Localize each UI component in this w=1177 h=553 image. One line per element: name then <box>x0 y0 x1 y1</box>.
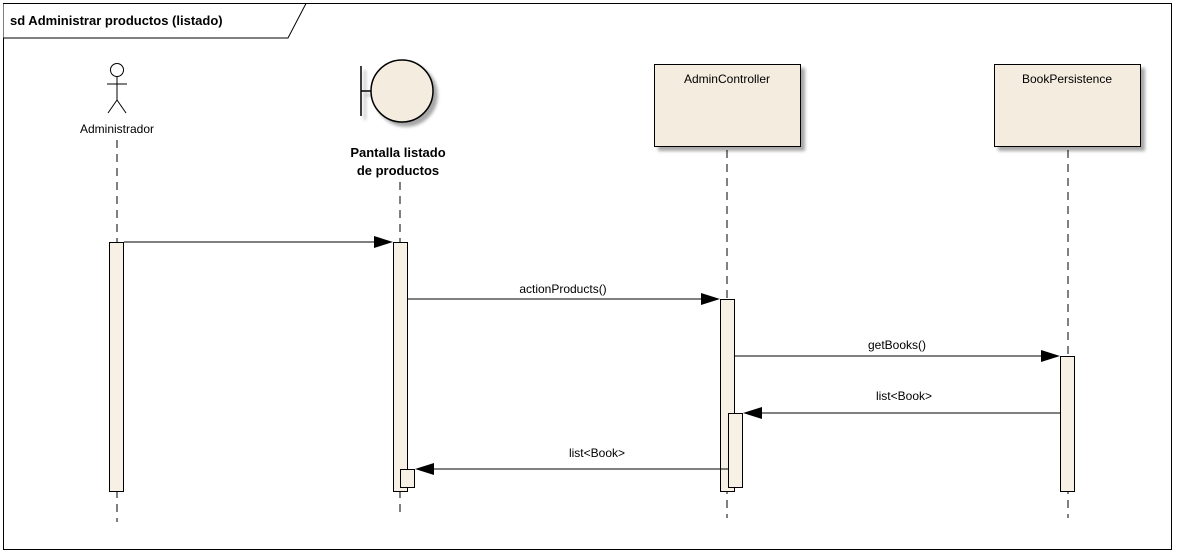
participant-label-bookpersistence: BookPersistence <box>1022 72 1112 86</box>
participant-box-bookpersistence <box>994 64 1141 147</box>
activation-bar-bookpersistence <box>1060 356 1075 492</box>
participant-pantalla-listado[interactable]: Pantalla listado de productos <box>350 59 446 178</box>
arrowhead-icon <box>701 293 720 305</box>
message-label-list-book-return-2: list<Book> <box>569 446 625 460</box>
message-3[interactable]: getBooks() <box>735 338 1060 362</box>
diagram-frame <box>3 3 1172 550</box>
participant-administrador[interactable]: Administrador <box>80 63 154 137</box>
participant-box-admincontroller <box>654 64 801 147</box>
stick-figure-actor-icon <box>107 63 127 114</box>
activation-bar-admincontroller-nested <box>728 413 743 488</box>
participant-label-administrador: Administrador <box>80 122 154 136</box>
arrowhead-icon <box>743 407 762 419</box>
message-label-actionproducts: actionProducts() <box>519 282 606 296</box>
participant-bookpersistence[interactable]: BookPersistence <box>994 64 1141 147</box>
frame-title: sd Administrar productos (listado) <box>10 13 223 28</box>
message-4[interactable]: list<Book> <box>743 389 1060 419</box>
arrowhead-icon <box>415 463 434 475</box>
message-2[interactable]: actionProducts() <box>408 282 720 305</box>
activation-bar-pantalla-listado <box>393 242 408 492</box>
arrowhead-icon <box>374 236 393 248</box>
participant-label-pantalla-line2: de productos <box>357 163 439 178</box>
activation-bar-pantalla-listado-nested <box>400 469 415 488</box>
boundary-icon <box>360 59 434 123</box>
message-label-getbooks: getBooks() <box>868 338 926 352</box>
message-5[interactable]: list<Book> <box>415 446 728 475</box>
participant-label-admincontroller: AdminController <box>684 72 770 86</box>
message-label-list-book-return-1: list<Book> <box>876 389 932 403</box>
participant-label-pantalla-line1: Pantalla listado <box>350 145 445 160</box>
message-1[interactable] <box>124 236 393 248</box>
frame-title-tab <box>3 3 307 39</box>
activation-bar-administrador <box>109 242 124 492</box>
arrowhead-icon <box>1041 350 1060 362</box>
participant-admincontroller[interactable]: AdminController <box>654 64 801 147</box>
